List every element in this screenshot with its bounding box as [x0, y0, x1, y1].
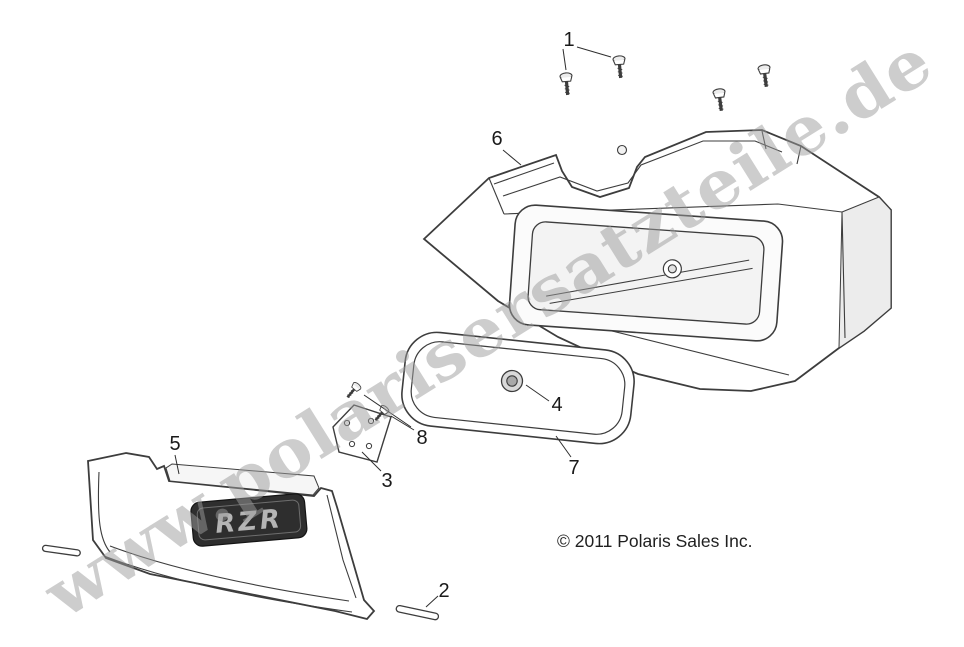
part-glovebox-door: RZR [87, 452, 376, 621]
part-screws-top [558, 53, 774, 114]
callout-4-label: 4 [551, 394, 562, 416]
leader-line [363, 394, 412, 428]
bracket-hole [365, 442, 373, 450]
part-hinge-pin-left [41, 544, 81, 557]
door-side-lines [97, 471, 357, 599]
part-hinge-pin-right [395, 604, 440, 621]
housing-top-hole [616, 144, 628, 156]
leader-line [576, 46, 612, 58]
callout-8-label: 8 [416, 427, 427, 449]
screw-icon [756, 62, 774, 90]
callout-6-label: 6 [491, 128, 502, 150]
callout-3-label: 3 [381, 470, 392, 492]
screw-icon [711, 86, 729, 114]
bracket-hole [348, 440, 356, 448]
screw-icon [558, 70, 576, 98]
screw-icon [611, 53, 629, 81]
rzr-logo: RZR [214, 504, 284, 540]
copyright-text: © 2011 Polaris Sales Inc. [557, 531, 752, 551]
housing-right-face [838, 196, 892, 349]
callout-1-label: 1 [563, 29, 574, 51]
leader-line [174, 454, 180, 475]
hinge-pin-right [395, 604, 440, 621]
leader-line [555, 435, 572, 458]
bracket-hole [367, 417, 375, 425]
latch-hole-inner [667, 264, 677, 274]
housing-top-recess [502, 140, 783, 197]
part-grommet [500, 369, 524, 393]
rzr-badge-border [196, 499, 302, 541]
part-glovebox-housing [422, 129, 892, 392]
leader-lines [174, 46, 612, 608]
rzr-badge: RZR [190, 493, 308, 547]
leader-line [562, 48, 567, 71]
opening-interior-lines [546, 259, 753, 304]
hinge-pin-left [41, 544, 81, 557]
callout-7-label: 7 [568, 457, 579, 479]
bezel-opening [527, 221, 765, 325]
door-bottom-lip [103, 545, 353, 613]
leader-line [361, 451, 382, 472]
housing-edge-lines [488, 130, 846, 376]
leader-line [390, 415, 415, 431]
leader-line [502, 149, 522, 166]
housing-front-bezel [508, 204, 784, 342]
bracket-hole [343, 419, 351, 427]
leader-line [425, 595, 439, 608]
grommet-inner [506, 375, 518, 387]
leader-line [525, 384, 550, 402]
callout-2-label: 2 [438, 580, 449, 602]
callout-5-label: 5 [169, 433, 180, 455]
callout-labels: 1 2 3 4 5 6 7 8 [169, 29, 579, 602]
door-top-recess [165, 463, 320, 496]
